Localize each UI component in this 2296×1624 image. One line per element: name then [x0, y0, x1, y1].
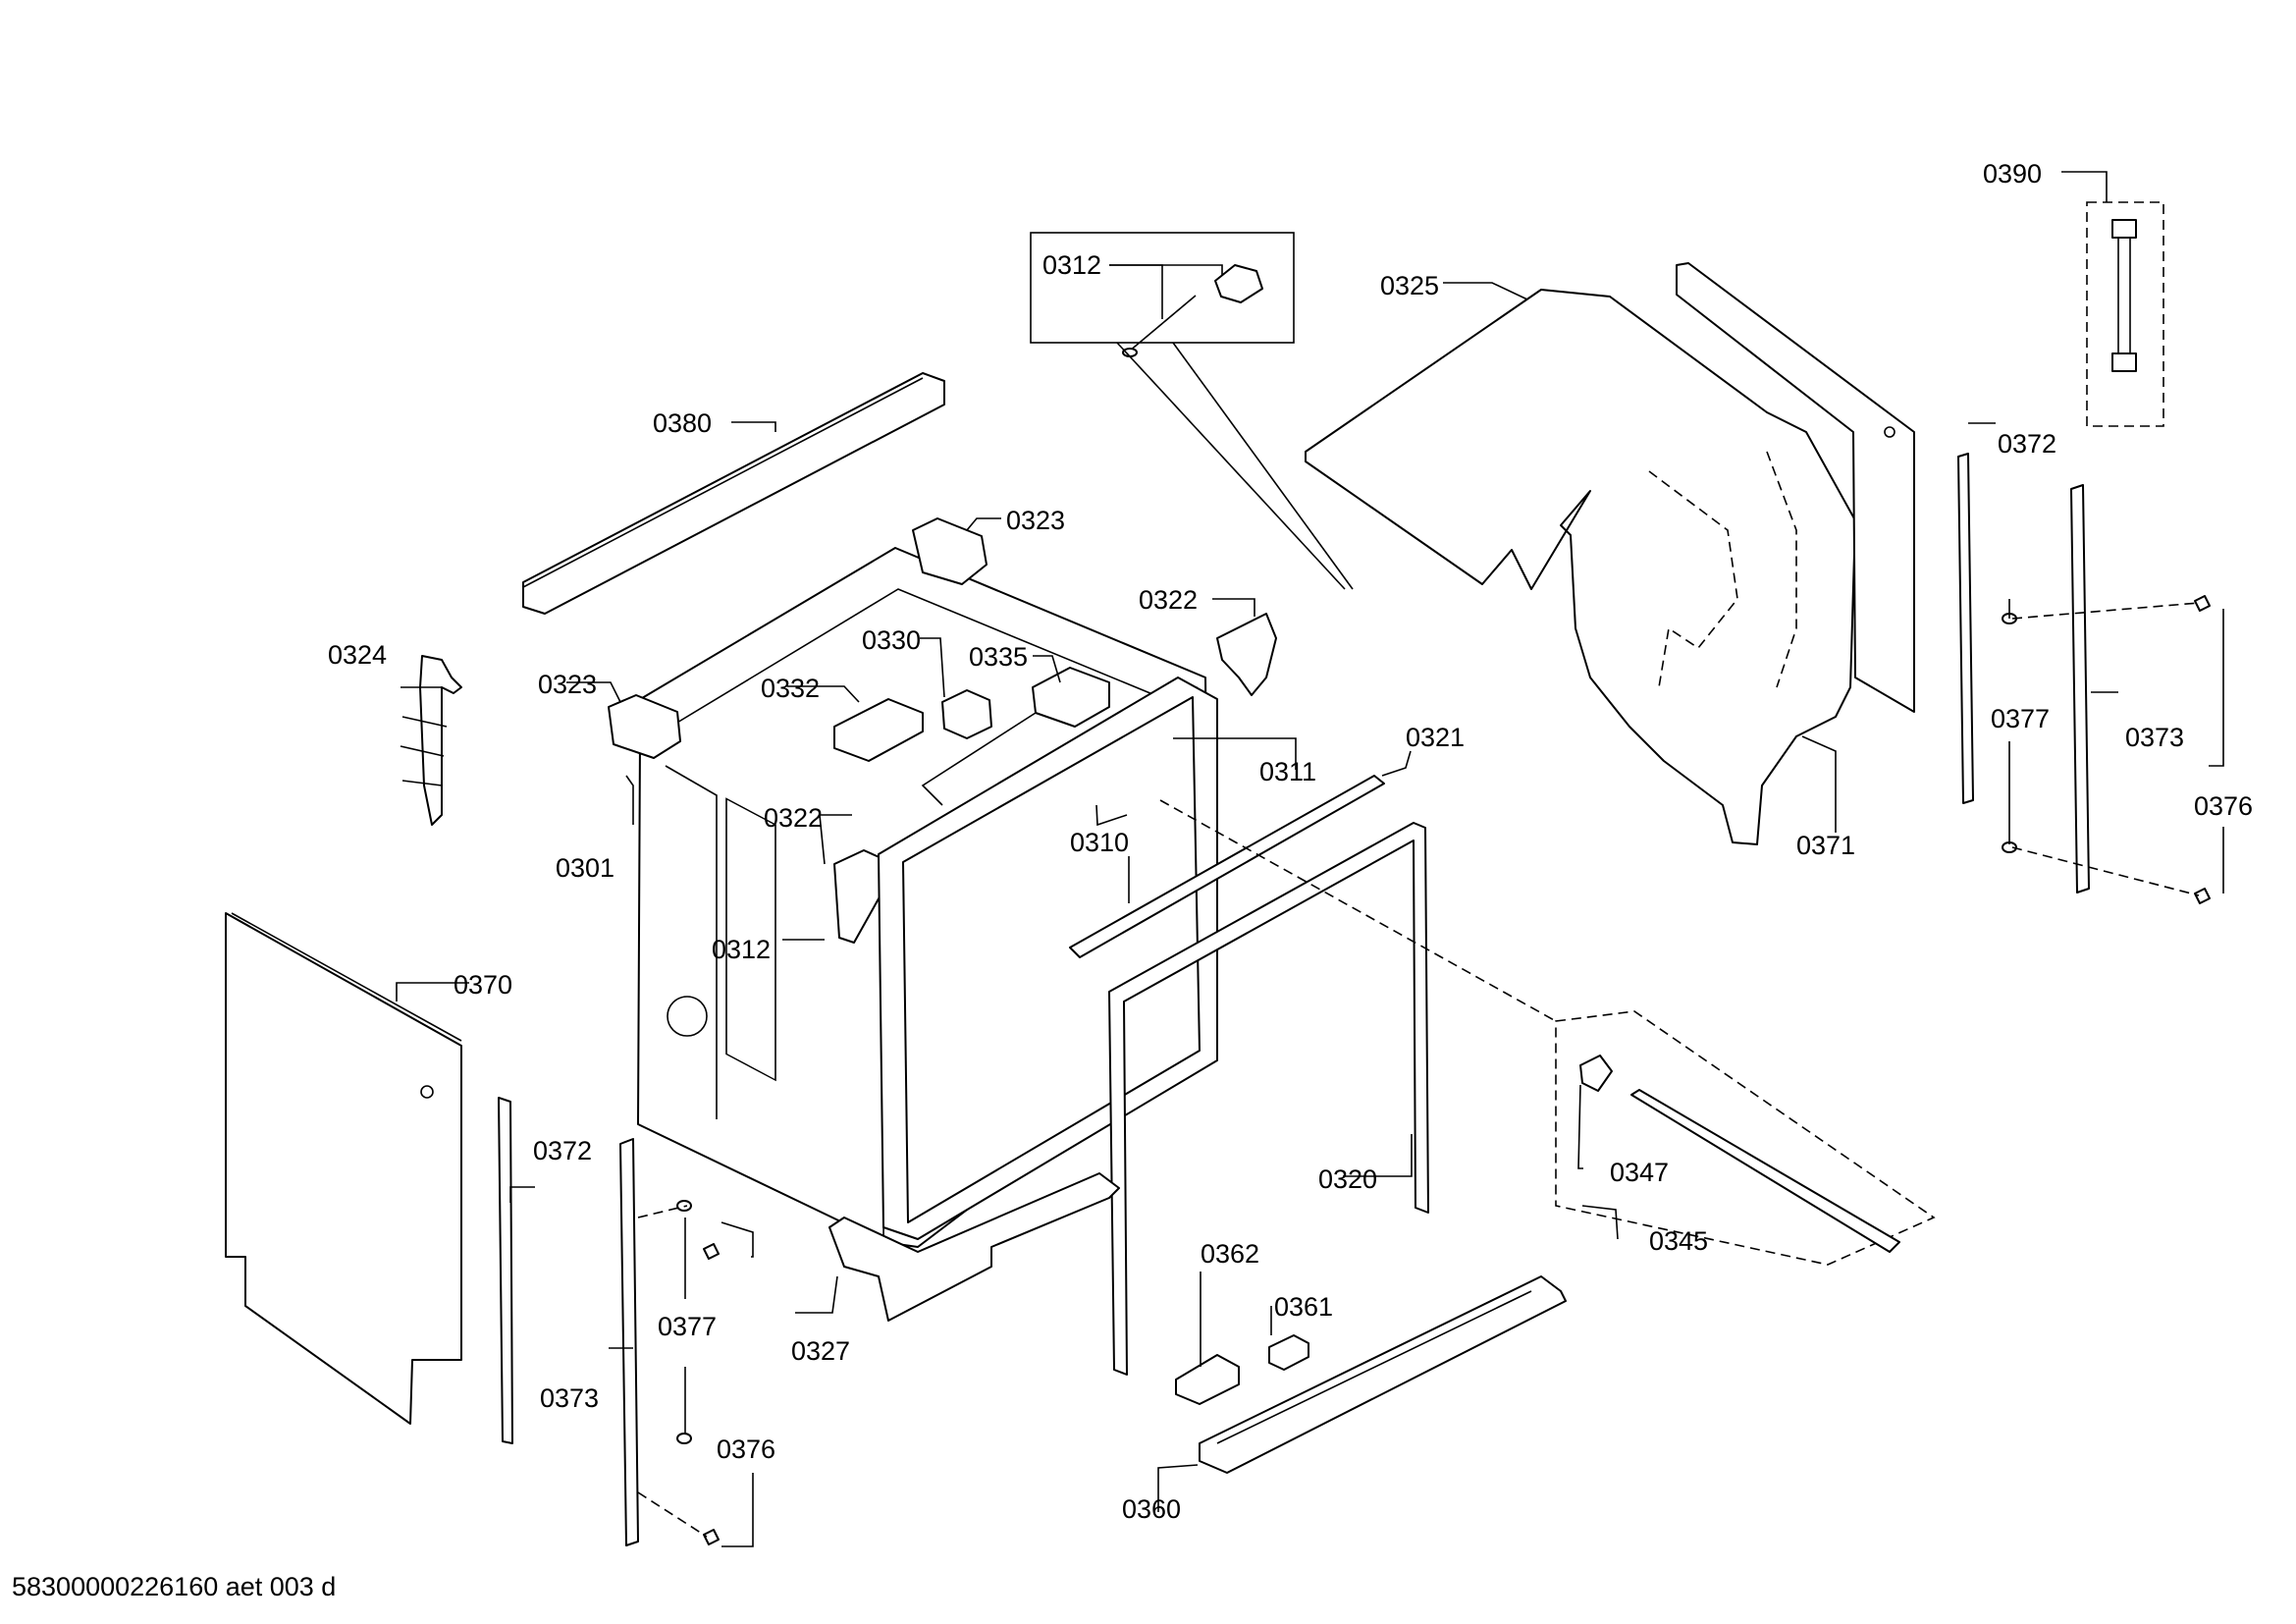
part-0335-switch: [921, 667, 1110, 806]
part-0376-screws-left: [703, 1243, 720, 1545]
part-0376-screws-right: [2194, 595, 2211, 904]
screw-axis-left-bottom: [637, 1491, 708, 1538]
label-0390: 0390: [1983, 159, 2042, 189]
label-0310: 0310: [1070, 828, 1129, 857]
label-0323-left: 0323: [538, 670, 597, 699]
part-0373-profile-left: [619, 1138, 639, 1546]
part-0361-component: [1268, 1334, 1309, 1371]
label-0335: 0335: [969, 642, 1028, 672]
label-0321: 0321: [1406, 723, 1465, 752]
part-0373-profile-right: [2070, 484, 2090, 893]
label-0301: 0301: [556, 853, 614, 883]
label-0347: 0347: [1610, 1158, 1669, 1187]
part-0390-cable: [2086, 201, 2164, 427]
label-0380: 0380: [653, 408, 712, 438]
label-0360: 0360: [1122, 1494, 1181, 1524]
label-0371: 0371: [1796, 831, 1855, 860]
label-0370: 0370: [454, 970, 512, 1000]
label-0322-top: 0322: [1139, 585, 1198, 615]
label-0372-left: 0372: [533, 1136, 592, 1165]
label-0376-left: 0376: [717, 1435, 775, 1464]
part-0345-group: [1555, 1010, 1936, 1266]
part-labels: 0390 0312 0325 0380 0323 0322 0324 0330 …: [328, 159, 2253, 1524]
part-0372-strip-right: [1957, 453, 1974, 804]
label-0324: 0324: [328, 640, 387, 670]
part-0321-seal-strip: [1069, 775, 1385, 958]
leader-lines: [396, 171, 2224, 1547]
part-0320-door-seal: [1108, 822, 1429, 1376]
label-0322-mid: 0322: [764, 803, 823, 833]
part-0323-bracket-top: [912, 517, 988, 585]
part-0332-switch: [833, 698, 924, 762]
part-0371-side-panel: [1676, 262, 1915, 713]
part-0324-bracket: [400, 655, 462, 826]
screw-axis-left-top: [637, 1205, 688, 1218]
label-0320: 0320: [1318, 1164, 1377, 1194]
part-0360-base-tray: [1199, 1275, 1567, 1474]
part-0327-base-strip: [828, 1172, 1120, 1322]
label-0361: 0361: [1274, 1292, 1333, 1322]
label-0312-mid: 0312: [712, 935, 771, 964]
label-0372-right: 0372: [1998, 429, 2056, 459]
document-id: 58300000226160 aet 003 d: [12, 1572, 336, 1601]
part-0330-sensor: [941, 689, 992, 739]
part-0372-strip-left: [498, 1097, 513, 1444]
label-0325: 0325: [1380, 271, 1439, 300]
screw-axis-right-top: [2011, 602, 2200, 620]
part-0312-detail-box: [1030, 232, 1354, 590]
label-0373-right: 0373: [2125, 723, 2184, 752]
part-0380-top-cover: [522, 372, 945, 615]
label-0362: 0362: [1201, 1239, 1259, 1269]
label-0323-top: 0323: [1006, 506, 1065, 535]
part-0322-bracket-top: [1216, 613, 1277, 696]
label-0376-right: 0376: [2194, 791, 2253, 821]
label-0345: 0345: [1649, 1226, 1708, 1256]
label-0332: 0332: [761, 674, 820, 703]
label-0312-detail: 0312: [1042, 250, 1101, 280]
hinge-axis-line: [1159, 799, 1557, 1022]
label-0327: 0327: [791, 1336, 850, 1366]
label-0330: 0330: [862, 625, 921, 655]
part-0362-component: [1175, 1354, 1240, 1405]
part-0323-bracket-left: [608, 694, 681, 759]
label-0377-left: 0377: [658, 1312, 717, 1341]
label-0311: 0311: [1259, 757, 1316, 786]
screw-axis-right-bottom: [2011, 846, 2200, 896]
part-0370-side-panel: [225, 912, 462, 1425]
part-0325-insulation-mat: [1305, 289, 1856, 845]
label-0377-right: 0377: [1991, 704, 2050, 733]
label-0373-left: 0373: [540, 1383, 599, 1413]
